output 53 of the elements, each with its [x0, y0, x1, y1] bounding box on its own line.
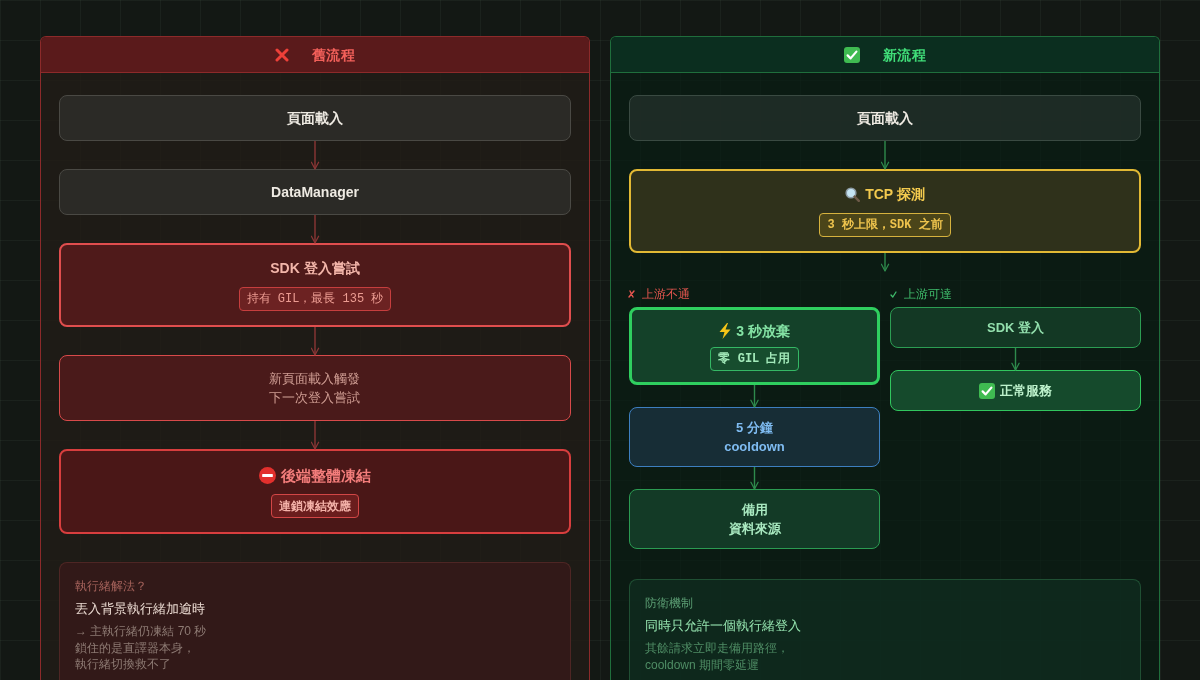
arrow [880, 140, 890, 170]
note-kicker: 執行緒解法？ [75, 578, 147, 594]
process-box [629, 407, 880, 467]
note-heading: 同時只允許一個執行緒登入 [645, 617, 801, 635]
note-text: 鎖住的是直譯器本身，執行緒切換救不了 [75, 639, 196, 673]
panel-title: 新流程 [882, 45, 927, 64]
flow-panel [40, 36, 590, 680]
flow-panel [610, 36, 1160, 680]
process-box [59, 449, 571, 534]
step-title: SDK 登入嘗試 [270, 259, 360, 278]
process-box [890, 370, 1141, 411]
arrow [750, 466, 759, 490]
process-box [59, 95, 571, 141]
process-box [629, 95, 1141, 141]
note-card [59, 562, 571, 680]
step-title: 新頁面載入觸發下一次登入嘗試 [268, 370, 362, 407]
process-box [59, 355, 571, 421]
arrow [310, 326, 320, 356]
note-card [629, 579, 1141, 680]
note-text: → 主執行緒仍凍結 70 秒 [75, 623, 207, 640]
process-box [629, 307, 880, 385]
step-title: 備用 [741, 501, 768, 519]
process-box [629, 169, 1141, 253]
arrow [310, 420, 320, 450]
note-kicker: 防衛機制 [645, 595, 693, 611]
arrow [310, 140, 320, 170]
step-title: 正常服務 [1000, 382, 1052, 400]
info-tag: 連鎖凍結效應 [271, 493, 359, 518]
arrow [310, 214, 320, 244]
process-box [59, 169, 571, 215]
arrow [1011, 347, 1020, 371]
panel-title: 舊流程 [311, 45, 356, 64]
step-title: 5 分鐘 cooldown [723, 419, 786, 456]
arrow [750, 384, 759, 408]
step-title: TCP 探測 [865, 185, 925, 204]
step-title: DataManager [271, 182, 359, 202]
step-title: 頁面載入 [287, 108, 343, 128]
step-title: 後端整體凍結 [281, 465, 371, 485]
process-box [59, 243, 571, 327]
branch-label: 上游不通 [642, 286, 690, 302]
step-title: SDK 登入 [986, 319, 1045, 337]
branch-label: 上游可達 [904, 286, 952, 302]
note-text: 其餘請求立即走備用路徑，cooldown 期間零延遲 [645, 640, 790, 673]
info-tag: 3 秒上限，SDK 之前 [819, 213, 951, 237]
step-title: 3 秒放棄 [736, 321, 790, 341]
note-heading: 丟入背景執行緒加逾時 [75, 600, 205, 618]
step-title: 頁面載入 [857, 108, 913, 128]
info-tag: 持有 GIL，最長 135 秒 [238, 287, 392, 311]
process-box [629, 489, 880, 549]
step-title: 資料來源 [728, 520, 781, 538]
info-tag: 零 GIL 占用 [710, 346, 799, 371]
arrow [880, 252, 890, 272]
process-box [890, 307, 1141, 348]
